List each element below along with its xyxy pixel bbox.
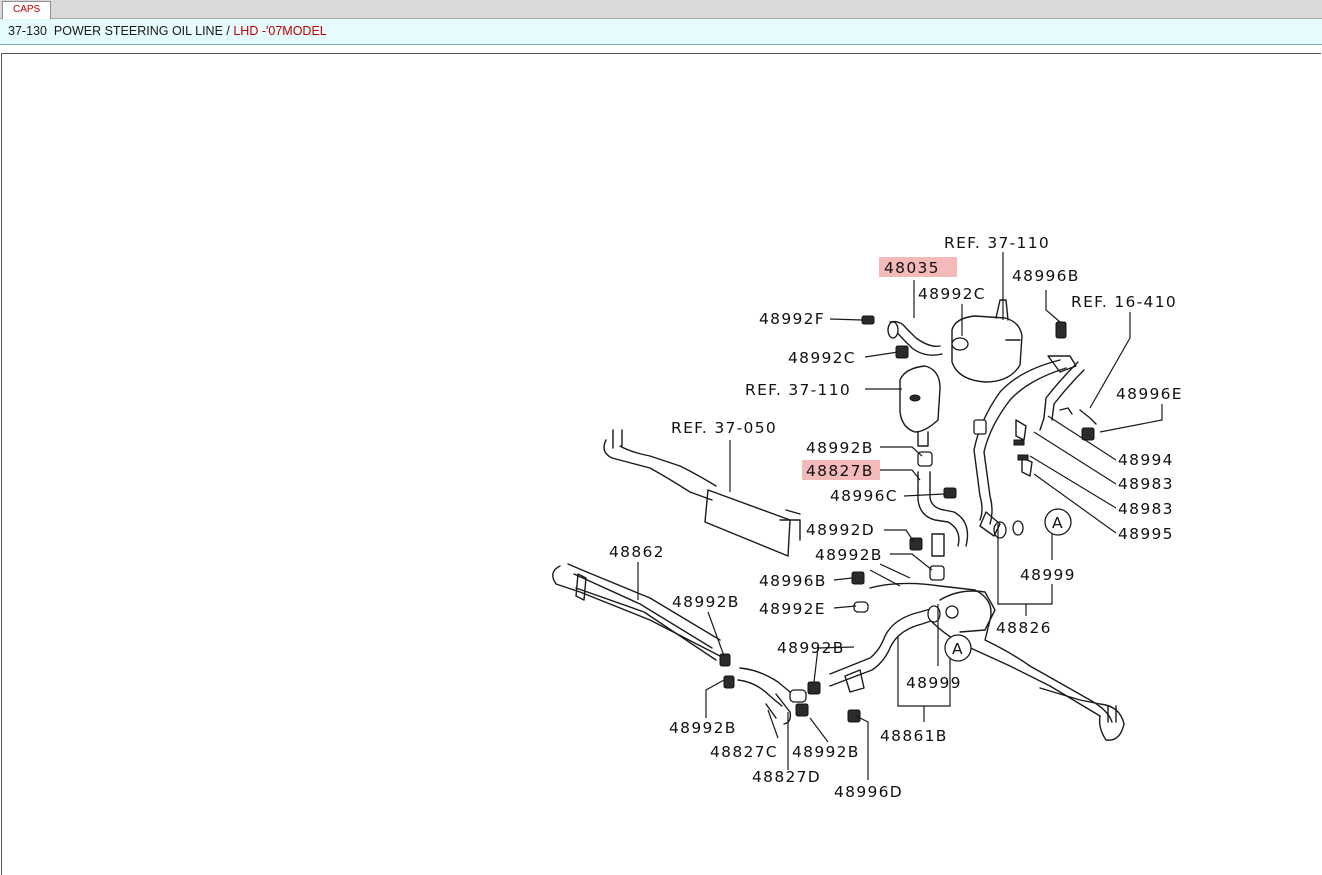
label-48995[interactable]: 48995 [1118,525,1174,543]
cooler-pipe-48862 [552,563,735,689]
steering-gear [869,582,1125,741]
title-name: POWER STEERING OIL LINE [53,24,223,38]
label-48827C[interactable]: 48827C [710,743,778,761]
hose-48827C [737,667,821,725]
label-48999-a[interactable]: 48999 [1020,566,1076,584]
return-hose-48827B [909,451,969,581]
title-separator: / [226,24,230,38]
label-48827B[interactable]: 48827B [806,462,874,480]
label-callout-a2[interactable]: A [952,640,964,658]
label-48983-b[interactable]: 48983 [1118,500,1174,518]
label-callout-a1[interactable]: A [1052,514,1064,532]
label-48992B-c[interactable]: 48992B [672,593,740,611]
label-48983-a[interactable]: 48983 [1118,475,1174,493]
label-48996B-mid[interactable]: 48996B [759,572,827,590]
small-fittings [851,511,1024,613]
label-48994[interactable]: 48994 [1118,451,1174,469]
label-48992B-e[interactable]: 48992B [669,719,737,737]
label-48992B-d[interactable]: 48992B [777,639,845,657]
hose-48035 [861,315,943,359]
label-48992D[interactable]: 48992D [806,521,875,539]
pressure-hose-main [973,321,1097,525]
callout-circle-a1 [1044,508,1072,536]
title-code: 37-130 [8,24,47,38]
label-48992B-a[interactable]: 48992B [806,439,874,457]
label-48999-b[interactable]: 48999 [906,674,962,692]
highlight-48827B [802,460,880,480]
label-48992B-f[interactable]: 48992B [792,743,860,761]
title-variant: LHD -'07MODEL [233,24,327,38]
label-ref-37-110-top[interactable]: REF. 37-110 [944,234,1050,252]
label-48992C-left[interactable]: 48992C [788,349,856,367]
tab-caps[interactable]: CAPS [2,1,52,19]
label-48862[interactable]: 48862 [609,543,665,561]
diagram-panel [1,53,1321,875]
leader-lines [637,252,1163,780]
tie-rod-left [603,429,801,557]
label-48996B-top[interactable]: 48996B [1012,267,1080,285]
label-48992E[interactable]: 48992E [759,600,826,618]
label-ref-16-410[interactable]: REF. 16-410 [1071,293,1177,311]
label-ref-37-110-mid[interactable]: REF. 37-110 [745,381,851,399]
label-48992B-b[interactable]: 48992B [815,546,883,564]
label-48827D[interactable]: 48827D [752,768,821,786]
label-48992F[interactable]: 48992F [759,310,825,328]
page-title: 37-130 POWER STEERING OIL LINE / LHD -'0… [0,19,1322,45]
callout-circle-a2 [944,634,972,662]
tab-bar: CAPS [0,0,1322,19]
label-48035[interactable]: 48035 [884,259,940,277]
return-pipe-48861B [829,605,941,723]
highlight-48035 [879,257,957,277]
label-48992C-top[interactable]: 48992C [918,285,986,303]
label-48996E[interactable]: 48996E [1116,385,1183,403]
label-48996D[interactable]: 48996D [834,783,903,801]
label-48826[interactable]: 48826 [996,619,1052,637]
reservoir-lower [899,365,941,447]
label-ref-37-050[interactable]: REF. 37-050 [671,419,777,437]
label-48861B[interactable]: 48861B [880,727,948,745]
part-labels: REF. 37-110 48035 48996B REF. 16-410 489… [609,234,1183,801]
label-48996C[interactable]: 48996C [830,487,898,505]
reservoir-upper [951,299,1023,383]
